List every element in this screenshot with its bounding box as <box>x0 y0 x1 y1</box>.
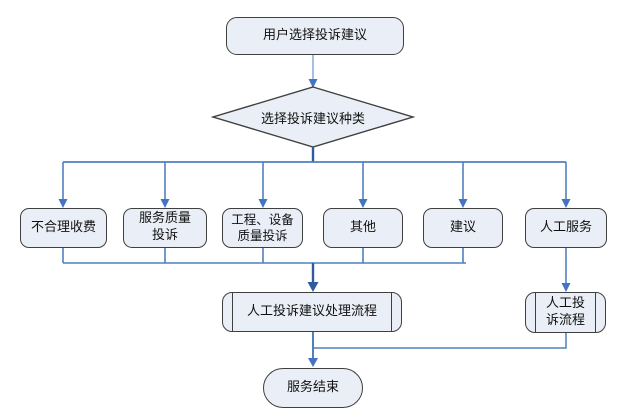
branch-other: 其他 <box>323 208 403 248</box>
arrowhead-decision <box>308 79 318 88</box>
arrowhead-suggestion <box>458 199 468 208</box>
edge-manualprocess-end <box>313 333 567 349</box>
branch-manual-service: 人工服务 <box>525 208 607 248</box>
process-complaint-suggestion-label: 人工投诉建议处理流程 <box>246 303 377 319</box>
branch-engineering-quality-label: 工程、设备 质量投诉 <box>231 211 294 243</box>
branch-service-quality-label: 服务质量 投诉 <box>138 211 191 243</box>
branch-manual-service-label: 人工服务 <box>539 219 592 235</box>
branch-other-label: 其他 <box>349 219 376 235</box>
arrowhead-process-main <box>307 282 319 292</box>
arrowhead-manual <box>561 199 571 208</box>
branch-suggestion-label: 建议 <box>449 219 476 235</box>
end-node-label: 服务结束 <box>286 379 339 395</box>
branch-service-quality: 服务质量 投诉 <box>123 208 207 248</box>
arrowhead-fee <box>58 199 68 208</box>
decision-node: 选择投诉建议种类 <box>213 87 413 147</box>
end-node: 服务结束 <box>263 368 363 408</box>
start-node-label: 用户选择投诉建议 <box>262 27 367 43</box>
branch-suggestion: 建议 <box>423 208 503 248</box>
arrowhead-other <box>358 199 368 208</box>
arrowhead-service <box>160 199 170 208</box>
arrowhead-engineering <box>258 199 268 208</box>
branch-unreasonable-fee: 不合理收费 <box>20 208 107 248</box>
start-node: 用户选择投诉建议 <box>226 17 404 55</box>
process-complaint-suggestion: 人工投诉建议处理流程 <box>222 292 402 332</box>
arrowhead-end <box>308 358 318 367</box>
decision-node-label: 选择投诉建议种类 <box>260 111 365 127</box>
process-manual-complaint: 人工投 诉流程 <box>525 292 606 333</box>
branch-engineering-quality: 工程、设备 质量投诉 <box>222 208 303 248</box>
branch-unreasonable-fee-label: 不合理收费 <box>30 219 96 235</box>
arrowhead-process-manual <box>561 283 571 292</box>
process-manual-complaint-label: 人工投 诉流程 <box>545 295 585 328</box>
